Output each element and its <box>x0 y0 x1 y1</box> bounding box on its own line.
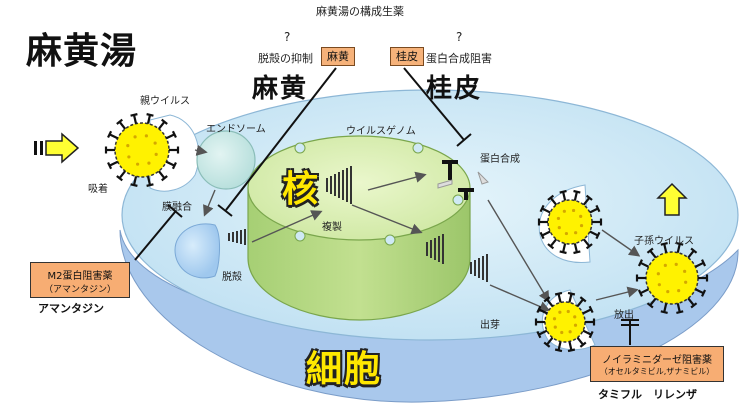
genome-strands-uncoating <box>228 229 246 245</box>
release-label: 放出 <box>614 310 634 321</box>
m2-brand-name: アマンタジン <box>38 302 104 315</box>
na-inhibitor-box: ノイラミニダーゼ阻害薬 （オセルタミビル,ザナミビル） <box>590 346 724 382</box>
parent-virus-label: 親ウイルス <box>140 96 190 107</box>
progeny-virus <box>635 242 709 314</box>
page-title: 麻黄湯 <box>26 31 138 72</box>
m2-inhibitor-generic: （アマンタジン） <box>43 285 116 295</box>
parent-virus <box>104 113 180 187</box>
adsorption-label: 吸着 <box>88 184 108 195</box>
viral-genome-label: ウイルスゲノム <box>346 126 416 137</box>
uncoating-label: 脱殻 <box>222 272 242 283</box>
endosome <box>196 130 256 190</box>
progeny-virus-label: 子孫ウイルス <box>634 236 694 247</box>
protein-pieces <box>437 160 489 200</box>
protein-synthesis-label: 蛋白合成 <box>480 154 520 165</box>
mao-effect: 脱殻の抑制 <box>258 52 313 65</box>
question-mark-keihi: ? <box>456 30 463 44</box>
question-mark-mao: ? <box>284 30 291 44</box>
keihi-component-box: 桂皮 <box>390 47 424 66</box>
mao-inhibit-line <box>225 67 337 211</box>
entry-arrow <box>34 132 80 164</box>
genome-strands-nucleus <box>326 166 352 204</box>
components-header: 麻黄湯の構成生薬 <box>316 5 404 18</box>
mao-component-box: 麻黄 <box>321 47 355 66</box>
keihi-inhibit-line <box>403 67 465 141</box>
genome-strands-cyto <box>426 234 488 282</box>
budding-label: 出芽 <box>480 320 500 331</box>
nucleus-label: 核 <box>282 169 321 210</box>
cell-label: 細胞 <box>306 349 383 390</box>
mao-big-label: 麻黄 <box>252 74 309 104</box>
m2-inhibitor-box: M2蛋白阻害薬 （アマンタジン） <box>30 262 130 298</box>
na-inhibitor-name: ノイラミニダーゼ阻害薬 <box>602 355 712 366</box>
replication-label: 複製 <box>322 222 342 233</box>
fusion-vesicle <box>174 223 220 279</box>
m2-inhibitor-name: M2蛋白阻害薬 <box>47 271 113 282</box>
keihi-effect: 蛋白合成阻害 <box>426 52 492 65</box>
na-brand-names: タミフル リレンザ <box>598 388 697 401</box>
m2-inhibit-line <box>134 211 176 261</box>
budding-virus <box>537 189 603 255</box>
endosome-label: エンドソーム <box>206 124 266 135</box>
exit-arrow <box>656 182 688 216</box>
membrane-fusion-label: 膜融合 <box>162 202 192 213</box>
na-inhibitor-generic: （オセルタミビル,ザナミビル） <box>599 367 715 376</box>
release-virus <box>534 291 596 353</box>
keihi-big-label: 桂皮 <box>426 74 483 104</box>
